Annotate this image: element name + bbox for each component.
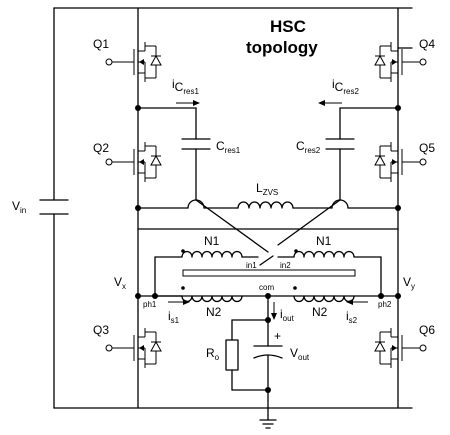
lzvs-left-node: [135, 205, 141, 211]
vin-capacitor: [39, 199, 69, 215]
iout-arrow: [271, 302, 277, 320]
winding-n1-left: [181, 250, 243, 258]
title-line-1: HSC: [270, 17, 306, 36]
n2-right-label: N2: [312, 305, 328, 319]
vy-label: Vy: [403, 275, 415, 291]
cres2-label: Cres2: [296, 139, 321, 155]
com-label: com: [259, 283, 274, 292]
switch-q1: [105, 41, 162, 83]
in2-label: in2: [280, 261, 291, 270]
switch-q5-label: Q5: [419, 141, 435, 155]
switch-q5: [374, 141, 427, 183]
is1-arrow: [168, 299, 190, 305]
ph1-node: [152, 293, 158, 299]
cres1-branch: [137, 107, 211, 201]
iout-label: iout: [280, 307, 295, 323]
vin-label: Vin: [12, 199, 26, 215]
switch-q6: [374, 327, 427, 369]
is1-label: is1: [168, 309, 180, 325]
vout-plus-sign: +: [274, 329, 281, 343]
switch-q3: [105, 327, 162, 369]
cres1-label: Cres1: [216, 139, 241, 155]
icres2-arrow: [318, 100, 342, 106]
ph2-node: [378, 293, 384, 299]
cres2-node: [395, 105, 401, 111]
title-line-2: topology: [246, 38, 318, 57]
output-bottom-node: [265, 387, 271, 393]
output-top-node: [265, 317, 271, 323]
switch-q1-label: Q1: [93, 37, 109, 51]
n2-left-label: N2: [206, 305, 222, 319]
lzvs-right-node: [395, 205, 401, 211]
switch-q4-label: Q4: [419, 37, 435, 51]
ph2-label: ph2: [378, 300, 392, 309]
output-branch: [225, 295, 283, 429]
icres1-label: iCres1: [172, 77, 199, 96]
vx-node: [135, 293, 141, 299]
n1-right-label: N1: [316, 234, 332, 248]
vout-label: Vout: [290, 346, 310, 362]
lzvs-network: [137, 199, 399, 266]
winding-n2-left: [181, 295, 243, 303]
icres1-arrow: [176, 100, 200, 106]
winding-n2-right: [293, 295, 355, 303]
ph1-label: ph1: [143, 300, 157, 309]
is2-arrow: [346, 299, 368, 305]
cres1-node: [135, 105, 141, 111]
polarity-dot-n1-left: [181, 249, 185, 253]
switch-q2-label: Q2: [93, 141, 109, 155]
icres2-label: iCres2: [332, 77, 359, 96]
switch-q6-label: Q6: [419, 323, 435, 337]
polarity-dot-n2-right: [293, 286, 297, 290]
cres2-branch: [325, 107, 399, 201]
switch-q2: [105, 141, 162, 183]
ro-label: Ro: [206, 346, 220, 362]
n1-left-label: N1: [204, 234, 220, 248]
vy-node: [395, 293, 401, 299]
polarity-dot-n1-right: [294, 249, 298, 253]
switch-q3-label: Q3: [93, 323, 109, 337]
polarity-dot-n2-left: [181, 286, 185, 290]
is2-label: is2: [346, 309, 358, 325]
lzvs-label: LZVS: [256, 181, 278, 197]
switch-q4: [374, 41, 427, 83]
winding-n1-right: [293, 250, 355, 258]
vx-label: Vx: [114, 275, 126, 291]
in1-label: in1: [246, 261, 257, 270]
